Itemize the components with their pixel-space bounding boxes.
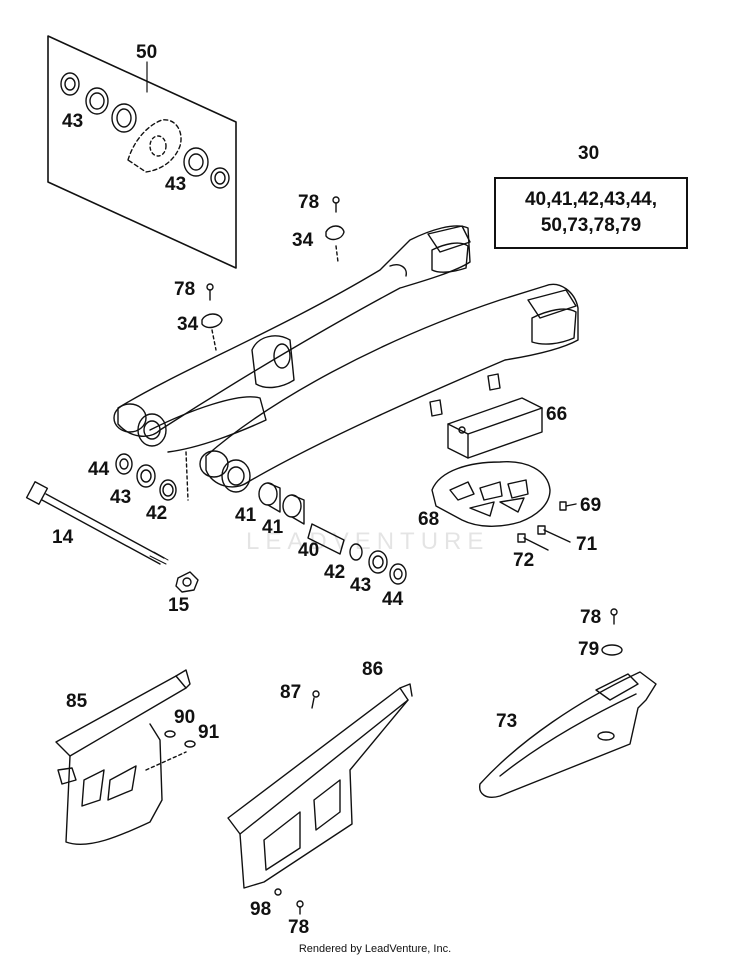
callout-85: 85 [66, 691, 88, 712]
callout-44: 44 [382, 589, 404, 610]
callout-78: 78 [580, 607, 602, 628]
callout-79: 79 [578, 639, 600, 660]
callout-43: 43 [350, 575, 372, 596]
callout-91: 91 [198, 722, 220, 743]
callout-43: 43 [165, 174, 187, 195]
callout-50: 50 [136, 42, 158, 63]
kit-contents-line: 40,41,42,43,44, [524, 189, 658, 210]
callout-73: 73 [496, 711, 518, 732]
footer-credit: Rendered by LeadVenture, Inc. [298, 943, 452, 955]
callout-78: 78 [298, 192, 320, 213]
callout-34: 34 [292, 230, 314, 251]
kit-contents-line: 50,73,78,79 [540, 215, 642, 236]
callout-90: 90 [174, 707, 196, 728]
callout-43: 43 [62, 111, 84, 132]
callout-78: 78 [174, 279, 196, 300]
bolts-69-71-72 [517, 501, 577, 551]
watermark: LEADVENTURE [246, 528, 490, 555]
callout-40: 40 [298, 540, 320, 561]
swingarm-axle [25, 481, 199, 593]
chain-guard-85 [55, 669, 196, 846]
callout-72: 72 [513, 550, 535, 571]
swingarm [113, 225, 579, 493]
callout-98: 98 [250, 899, 272, 920]
callout-42: 42 [146, 503, 168, 524]
chain-guide-upper [447, 397, 543, 459]
callout-86: 86 [362, 659, 384, 680]
callout-69: 69 [580, 495, 602, 516]
callout-42: 42 [324, 562, 346, 583]
callout-34: 34 [177, 314, 199, 335]
clamps-34-78 [201, 196, 345, 351]
callout-14: 14 [52, 527, 74, 548]
callout-87: 87 [280, 682, 302, 703]
bearing-stack-left [115, 451, 189, 501]
callout-71: 71 [576, 534, 598, 555]
callout-41: 41 [262, 517, 284, 538]
callout-78: 78 [288, 917, 310, 938]
callout-41: 41 [235, 505, 257, 526]
callout-30: 30 [578, 143, 600, 164]
callout-15: 15 [168, 595, 190, 616]
callout-43: 43 [110, 487, 132, 508]
callout-68: 68 [418, 509, 440, 530]
kit-contents-box: 40,41,42,43,44, 50,73,78,79 [494, 177, 688, 249]
callout-66: 66 [546, 404, 568, 425]
chain-slider [479, 608, 657, 798]
chain-guard-86 [227, 683, 413, 915]
callout-44: 44 [88, 459, 110, 480]
chain-guide-plate [431, 461, 551, 527]
bearing-stack-right [258, 482, 407, 585]
bearing-kit-panel [47, 35, 237, 269]
